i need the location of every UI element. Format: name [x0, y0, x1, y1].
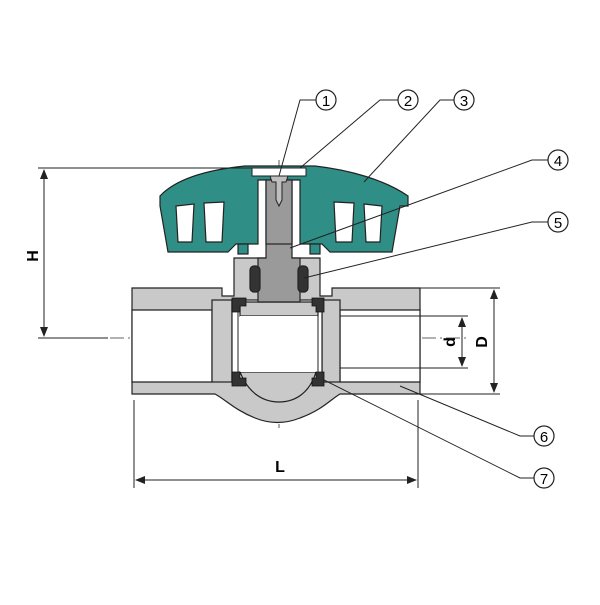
dimension-l-label: L	[275, 459, 285, 476]
cap-and-screw	[251, 167, 307, 208]
seat-rings	[231, 297, 325, 387]
callout-3-number: 3	[460, 93, 468, 110]
callout-4-number: 4	[554, 153, 562, 170]
callout-7-number: 7	[540, 471, 548, 488]
dimension-h	[38, 167, 252, 339]
callout-4: 4	[547, 149, 569, 171]
callout-1: 1	[315, 89, 337, 111]
left-socket	[131, 309, 213, 383]
callout-2: 2	[397, 89, 419, 111]
screw	[269, 175, 289, 208]
dimension-d-outer	[420, 287, 500, 395]
dimension-l	[133, 400, 419, 488]
callout-5-number: 5	[554, 215, 562, 232]
dimension-d-outer-label: D	[474, 336, 491, 348]
valve-body	[131, 257, 421, 424]
flow-bore	[240, 316, 318, 372]
dimension-d-bore	[340, 315, 468, 369]
callout-6: 6	[533, 425, 555, 447]
callout-6-number: 6	[540, 429, 548, 446]
callout-7: 7	[533, 467, 555, 489]
seat-lines	[237, 312, 319, 372]
callout-2-number: 2	[404, 93, 412, 110]
dimension-h-label: H	[25, 250, 42, 262]
right-socket	[339, 309, 421, 383]
leader-lines	[278, 99, 548, 479]
callout-5: 5	[547, 211, 569, 233]
callout-3: 3	[453, 89, 475, 111]
callout-1-number: 1	[322, 93, 330, 110]
dimension-d-bore-label: d	[442, 337, 459, 347]
